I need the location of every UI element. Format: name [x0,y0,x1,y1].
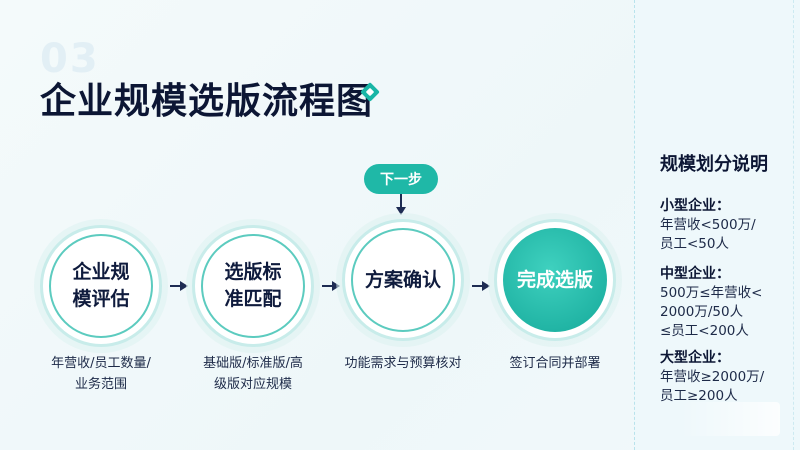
flow-step-2-ring: 选版标 准匹配 [201,234,305,338]
arrow-down-icon [396,194,406,215]
flow-step-2-caption: 基础版/标准版/高 级版对应规模 [203,356,303,392]
flow-step-1[interactable]: 企业规 模评估 [40,225,162,347]
sidebar-group-small: 小型企业： 年营收<500万/ 员工<50人 [660,196,790,254]
flow-step-4-label: 完成选版 [516,268,593,291]
sidebar-group-large: 大型企业： 年营收≥2000万/ 员工≥200人 [660,348,790,406]
section-number: 03 [40,36,100,82]
sidebar-group-line: 员工<50人 [660,236,729,252]
sidebar-group-line: 员工≥200人 [660,388,738,404]
sidebar-group-medium: 中型企业： 500万≤年营收< 2000万/50人 ≤员工<200人 [660,264,790,341]
flow-step-4-caption: 签订合同并部署 [509,356,601,371]
size-definition-panel [634,0,800,450]
arrow-right-icon [322,281,340,291]
main-area: 03 企业规模选版流程图 企业规 模评估 年营收/员工数量/ 业务范围 选版标 … [0,0,634,450]
flow-step-3[interactable]: 方案确认 [342,219,464,341]
flow-step-2[interactable]: 选版标 准匹配 [192,225,314,347]
sidebar-group-line: 年营收≥2000万/ [660,369,765,385]
sidebar-group-line: 500万≤年营收< [660,285,763,301]
sidebar-group-title: 小型企业： [660,198,730,214]
flow-step-3-ring: 方案确认 [351,228,455,332]
flow-step-1-caption: 年营收/员工数量/ 业务范围 [51,356,151,392]
sidebar-group-line: 2000万/50人 [660,304,744,320]
flow-step-3-label: 方案确认 [364,268,441,291]
flow-step-1-label: 企业规 模评估 [72,261,130,310]
sidebar-title: 规模划分说明 [660,154,768,175]
sidebar-group-title: 中型企业： [660,266,730,282]
flow-step-4[interactable]: 完成选版 [494,219,616,341]
sidebar-group-line: ≤员工<200人 [660,323,749,339]
next-step-button[interactable]: 下一步 [364,164,438,194]
flow-step-3-caption: 功能需求与预算核对 [344,356,462,371]
flow-step-1-ring: 企业规 模评估 [49,234,153,338]
sidebar-group-title: 大型企业： [660,350,730,366]
corner-decoration [680,402,780,436]
flow-step-4-ring: 完成选版 [503,228,607,332]
arrow-right-icon [472,281,490,291]
sidebar-group-line: 年营收<500万/ [660,217,756,233]
page-title: 企业规模选版流程图 [40,81,374,122]
flow-step-2-label: 选版标 准匹配 [224,261,282,310]
arrow-right-icon [170,281,188,291]
